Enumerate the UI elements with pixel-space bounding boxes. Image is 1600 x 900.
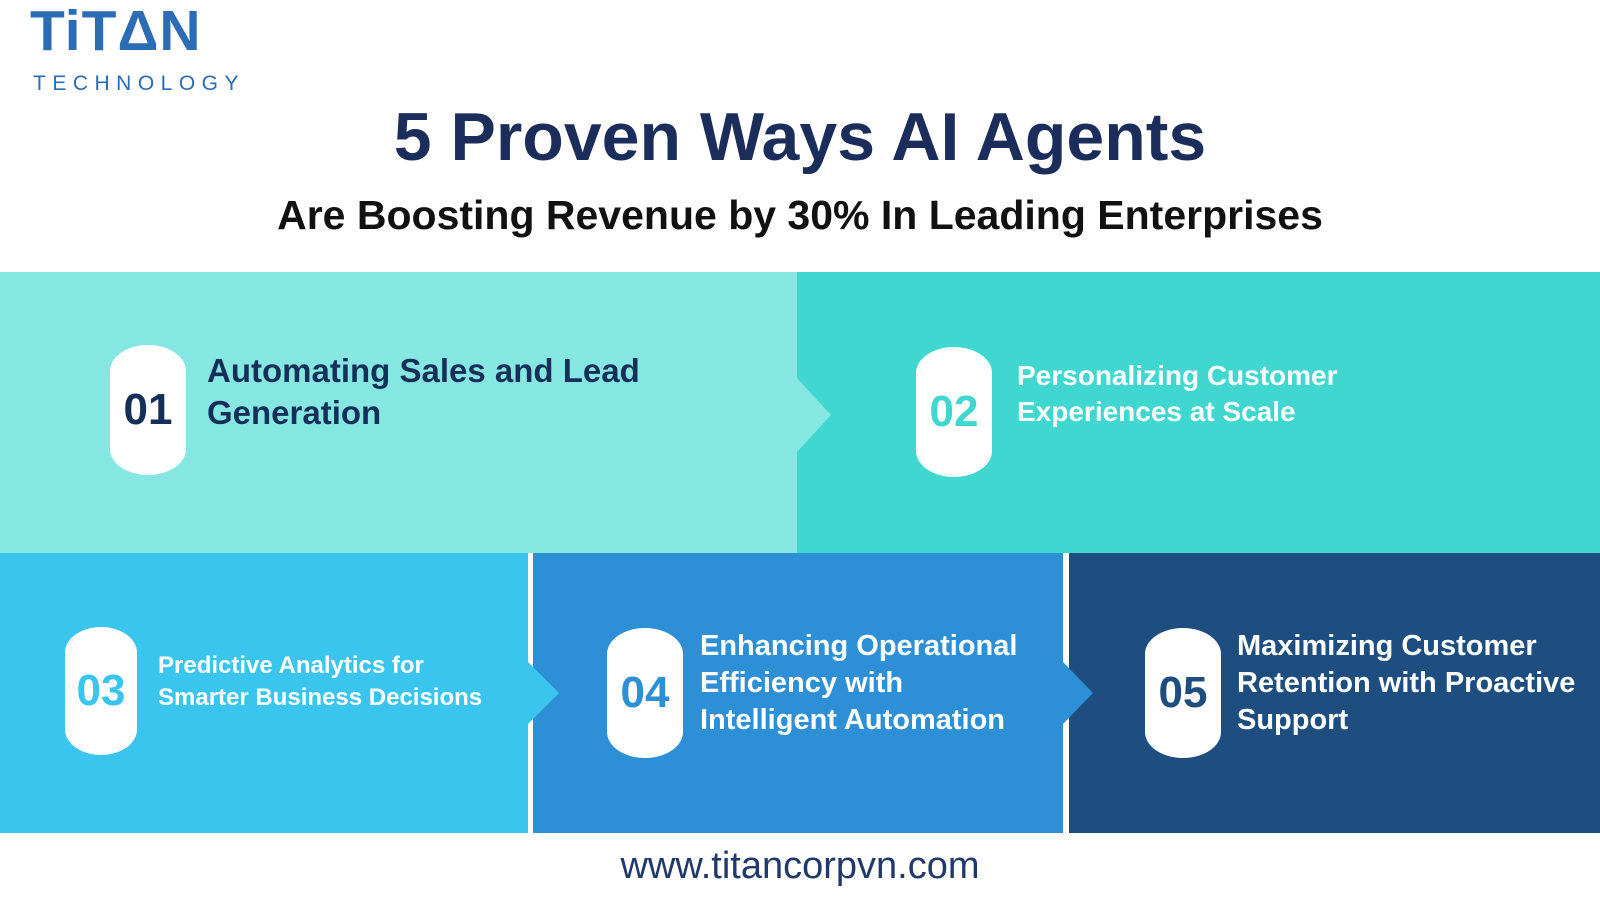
arrow-right-icon-step4 (1063, 662, 1093, 724)
step-number-01: 01 (123, 385, 173, 434)
step-title-04: Enhancing Operational Efficiency with In… (700, 630, 1018, 737)
brand-caption: TECHNOLOGY (33, 72, 246, 95)
step-title-01: Automating Sales and Lead Generation (207, 352, 640, 431)
brand-wordmark: TiTΔN (30, 0, 202, 63)
step-capsule-02: 02 (916, 347, 992, 477)
step-capsule-01: 01 (110, 345, 186, 475)
footer: www.titancorpvn.com (0, 833, 1600, 900)
page-title: 5 Proven Ways AI Agents (393, 99, 1207, 175)
step-title-03: Predictive Analytics for Smarter Busines… (158, 652, 483, 712)
step-capsule-03: 03 (65, 627, 137, 755)
page-subtitle: Are Boosting Revenue by 30% In Leading E… (277, 192, 1323, 238)
arrow-right-icon-step1 (797, 378, 831, 452)
step-number-04: 04 (620, 668, 670, 717)
website-link[interactable]: www.titancorpvn.com (620, 845, 980, 887)
step-number-03: 03 (76, 666, 126, 715)
arrow-right-icon-step3 (528, 662, 559, 724)
step-capsule-05: 05 (1145, 628, 1221, 758)
step-title-05: Maximizing Customer Retention with Proac… (1237, 630, 1576, 737)
step-title-02: Personalizing Customer Experiences at Sc… (1017, 360, 1338, 427)
step-capsule-04: 04 (607, 628, 683, 758)
step-number-02: 02 (929, 387, 979, 436)
step-number-05: 05 (1158, 668, 1208, 717)
